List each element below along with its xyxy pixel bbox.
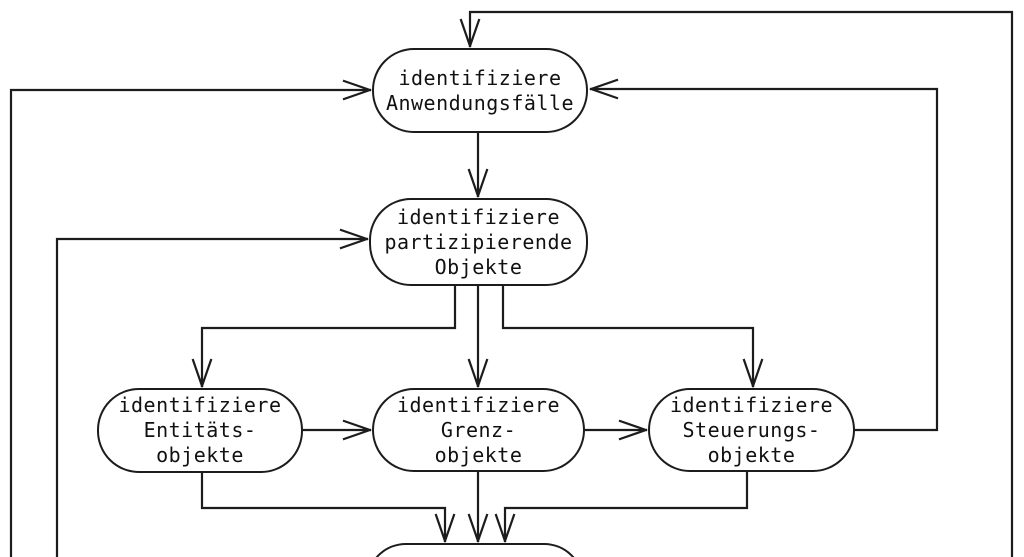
edge-entitaets-to-bottom-node bbox=[200, 471, 456, 543]
node-label-line: objekte bbox=[707, 442, 796, 467]
node-label-line: Steuerungs- bbox=[682, 417, 821, 442]
edge-grenz-to-bottom-node bbox=[467, 470, 489, 543]
node-identifiziere-anwendungsfaelle: identifiziere Anwendungsfälle bbox=[372, 48, 588, 133]
node-identifiziere-grenz-objekte: identifiziere Grenz- objekte bbox=[372, 388, 585, 472]
node-label-line: identifiziere bbox=[396, 204, 561, 229]
node-label-line: Grenz- bbox=[440, 417, 517, 442]
node-identifiziere-entitaets-objekte: identifiziere Entitäts- objekte bbox=[97, 388, 303, 473]
node-label-line: Anwendungsfälle bbox=[385, 90, 575, 115]
node-label-line: Objekte bbox=[434, 254, 523, 279]
node-label-line: objekte bbox=[434, 442, 523, 467]
edge-partizipierende-to-grenz bbox=[467, 284, 489, 388]
edge-partizipierende-to-entitaets bbox=[191, 284, 457, 388]
edge-entitaets-to-grenz bbox=[301, 419, 372, 441]
edge-outer-loop-to-anwendungsfaelle bbox=[459, 10, 1014, 557]
node-identifiziere-partizipierende-objekte: identifiziere partizipierende Objekte bbox=[369, 198, 588, 286]
edge-steuerungs-to-anwendungsfaelle bbox=[589, 78, 939, 432]
edge-left-outer-loop-to-anwendungsfaelle bbox=[9, 79, 372, 557]
node-label-line: identifiziere bbox=[669, 392, 834, 417]
node-label-line: identifiziere bbox=[398, 65, 562, 90]
edge-left-inner-loop-to-partizipierende bbox=[55, 228, 369, 557]
node-bottom-partial bbox=[366, 543, 584, 557]
node-label-line: partizipierende bbox=[384, 229, 573, 254]
node-label-line: identifiziere bbox=[396, 392, 561, 417]
edge-grenz-to-steuerungs bbox=[583, 419, 648, 441]
edge-steuerungs-to-bottom-node bbox=[494, 470, 749, 543]
node-label-line: identifiziere bbox=[118, 393, 282, 417]
edge-partizipierende-to-steuerungs bbox=[501, 284, 764, 388]
node-label-line: Entitäts- bbox=[143, 418, 257, 442]
edge-anwendungsfaelle-to-partizipierende bbox=[467, 131, 489, 198]
node-identifiziere-steuerungs-objekte: identifiziere Steuerungs- objekte bbox=[648, 388, 855, 472]
node-label-line: objekte bbox=[156, 443, 244, 467]
